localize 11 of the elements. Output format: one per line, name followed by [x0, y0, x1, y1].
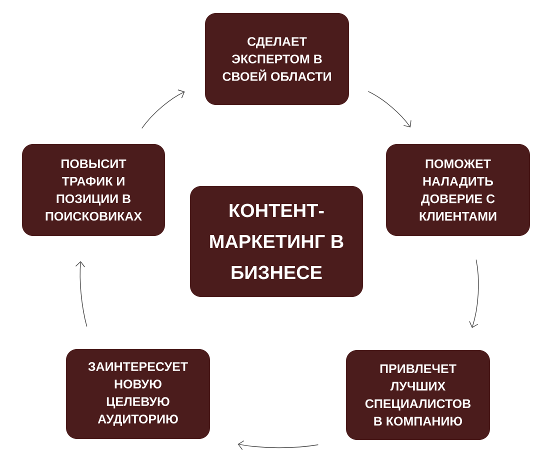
process-box: ЗАИНТЕРЕСУЕТ НОВУЮ ЦЕЛЕВУЮ АУДИТОРИЮ	[66, 349, 210, 439]
arrow	[368, 91, 412, 128]
process-box: ПОМОЖЕТ НАЛАДИТЬ ДОВЕРИЕ С КЛИЕНТАМИ	[386, 144, 530, 236]
process-box: ПРИВЛЕЧЕТ ЛУЧШИХ СПЕЦИАЛИСТОВ В КОМПАНИЮ	[346, 350, 490, 440]
arrow	[238, 440, 319, 450]
arrow	[75, 261, 88, 327]
center-box: КОНТЕНТ-МАРКЕТИНГ В БИЗНЕСЕ	[190, 186, 363, 297]
process-box: СДЕЛАЕТ ЭКСПЕРТОМ В СВОЕЙ ОБЛАСТИ	[205, 13, 349, 105]
arrow	[142, 90, 185, 129]
process-box: ПОВЫСИТ ТРАФИК И ПОЗИЦИИ В ПОИСКОВИКАХ	[22, 144, 165, 236]
arrow	[469, 259, 479, 328]
